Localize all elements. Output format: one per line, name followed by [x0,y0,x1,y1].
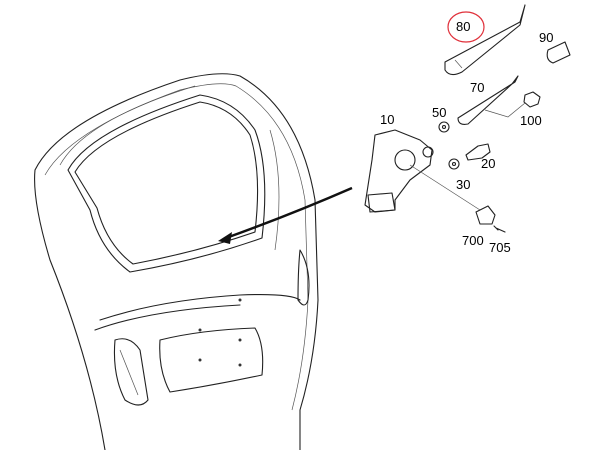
wiper-arm-80 [444,4,526,76]
wiper-arm-70 [457,75,526,125]
tailgate [34,73,319,450]
highlight-circle [447,11,485,43]
part-label-30[interactable]: 30 [456,177,471,192]
bolt-20 [465,143,491,161]
connector-700 [475,205,496,225]
part-label-80[interactable]: 80 [456,19,471,34]
part-label-10[interactable]: 10 [380,112,395,127]
plug-705 [493,225,506,233]
part-label-100[interactable]: 100 [520,113,542,128]
part-label-70[interactable]: 70 [470,80,485,95]
part-label-20[interactable]: 20 [481,156,496,171]
part-label-705[interactable]: 705 [489,240,511,255]
cap-90 [546,41,571,64]
mounting-arrow [225,186,353,240]
wiper-motor [364,129,481,213]
washer-30 [448,158,460,170]
part-label-700[interactable]: 700 [462,233,484,248]
nut-100 [523,91,541,108]
part-label-50[interactable]: 50 [432,105,447,120]
part-label-90[interactable]: 90 [539,30,554,45]
washer-50 [438,121,450,133]
